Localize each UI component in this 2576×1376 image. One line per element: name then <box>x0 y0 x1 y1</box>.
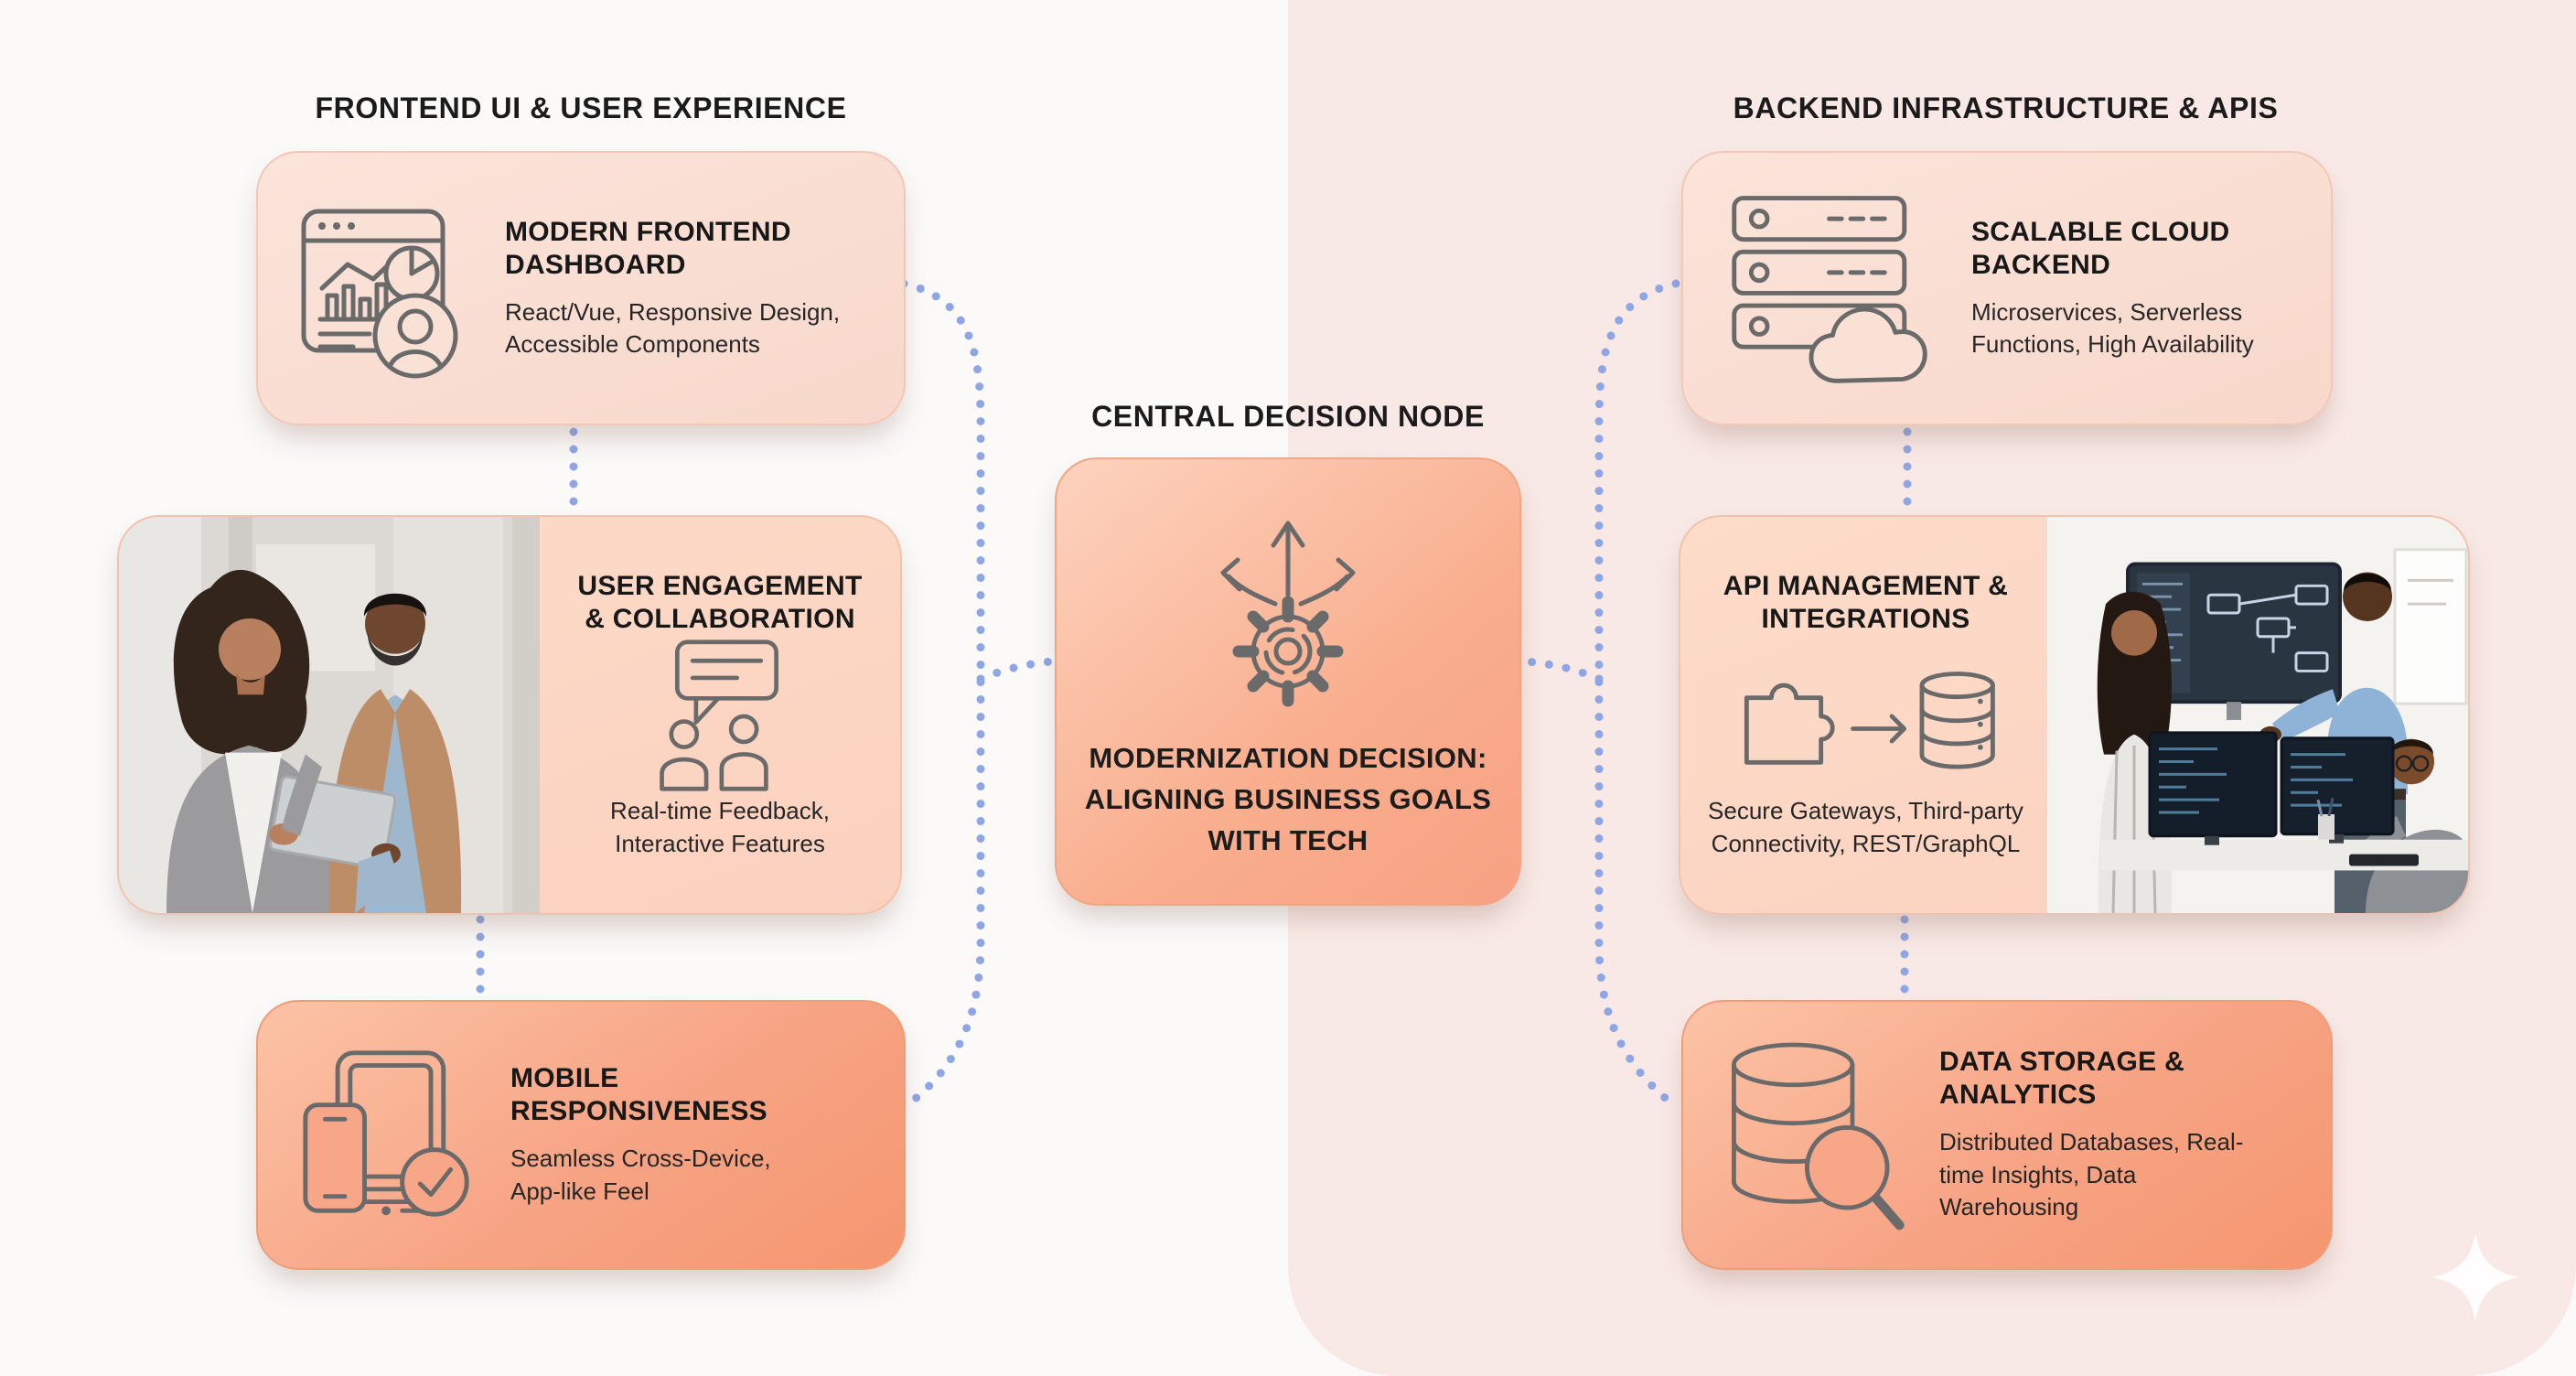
right-column-header: BACKEND INFRASTRUCTURE & APIS <box>1733 91 2279 124</box>
card-title: SCALABLE CLOUD BACKEND <box>1971 216 2230 280</box>
photo-two-colleagues-with-tablet <box>119 517 540 913</box>
puzzle-database-icon <box>1729 658 2003 773</box>
decision-gear-arrows-icon <box>1183 503 1393 714</box>
card-scalable-cloud-backend: SCALABLE CLOUD BACKEND Microservices, Se… <box>1681 151 2333 425</box>
card-data-storage-analytics: DATA STORAGE & ANALYTICS Distributed Dat… <box>1681 1000 2333 1270</box>
photo-team-discussing-architecture <box>2047 517 2468 913</box>
central-card-title: MODERNIZATION DECISION: ALIGNING BUSINES… <box>1084 742 1492 857</box>
card-user-engagement-collaboration: USER ENGAGEMENT & COLLABORATION Real-tim… <box>117 515 902 915</box>
card-text-panel: API MANAGEMENT & INTEGRATIONS <box>1680 517 2051 913</box>
card-api-management-integrations: API MANAGEMENT & INTEGRATIONS <box>1679 515 2470 915</box>
card-title: DATA STORAGE & ANALYTICS <box>1939 1047 2185 1111</box>
card-title: MODERN FRONTEND DASHBOARD <box>505 216 791 280</box>
dashboard-browser-icon <box>298 197 472 380</box>
center-header: CENTRAL DECISION NODE <box>1091 400 1485 433</box>
left-column-header: FRONTEND UI & USER EXPERIENCE <box>315 91 847 124</box>
card-description: Distributed Databases, Real-time Insight… <box>1939 1128 2244 1221</box>
card-title: MOBILE RESPONSIVENESS <box>510 1063 767 1127</box>
card-description: Microservices, Serverless Functions, Hig… <box>1971 297 2254 358</box>
server-cloud-icon <box>1723 190 1938 387</box>
card-title: USER ENGAGEMENT & COLLABORATION <box>577 571 863 634</box>
card-description: Real-time Feedback, Interactive Features <box>610 797 830 857</box>
card-text-panel: USER ENGAGEMENT & COLLABORATION Real-tim… <box>540 517 900 913</box>
sparkle-icon <box>2431 1233 2519 1321</box>
card-modern-frontend-dashboard: MODERN FRONTEND DASHBOARD React/Vue, Res… <box>256 151 906 425</box>
devices-check-icon <box>298 1046 478 1225</box>
connector-left-curve <box>899 279 985 1109</box>
database-search-icon <box>1723 1034 1906 1237</box>
card-mobile-responsiveness: MOBILE RESPONSIVENESS Seamless Cross-Dev… <box>256 1000 906 1270</box>
card-title: API MANAGEMENT & INTEGRATIONS <box>1723 571 2009 634</box>
chat-people-icon <box>651 639 789 792</box>
card-description: Secure Gateways, Third-party Connectivit… <box>1708 797 2023 857</box>
card-modernization-decision: MODERNIZATION DECISION: ALIGNING BUSINES… <box>1055 457 1521 906</box>
card-description: Seamless Cross-Device, App-like Feel <box>510 1145 771 1205</box>
connector-left-branch <box>976 657 1057 683</box>
card-description: React/Vue, Responsive Design, Accessible… <box>505 297 841 358</box>
